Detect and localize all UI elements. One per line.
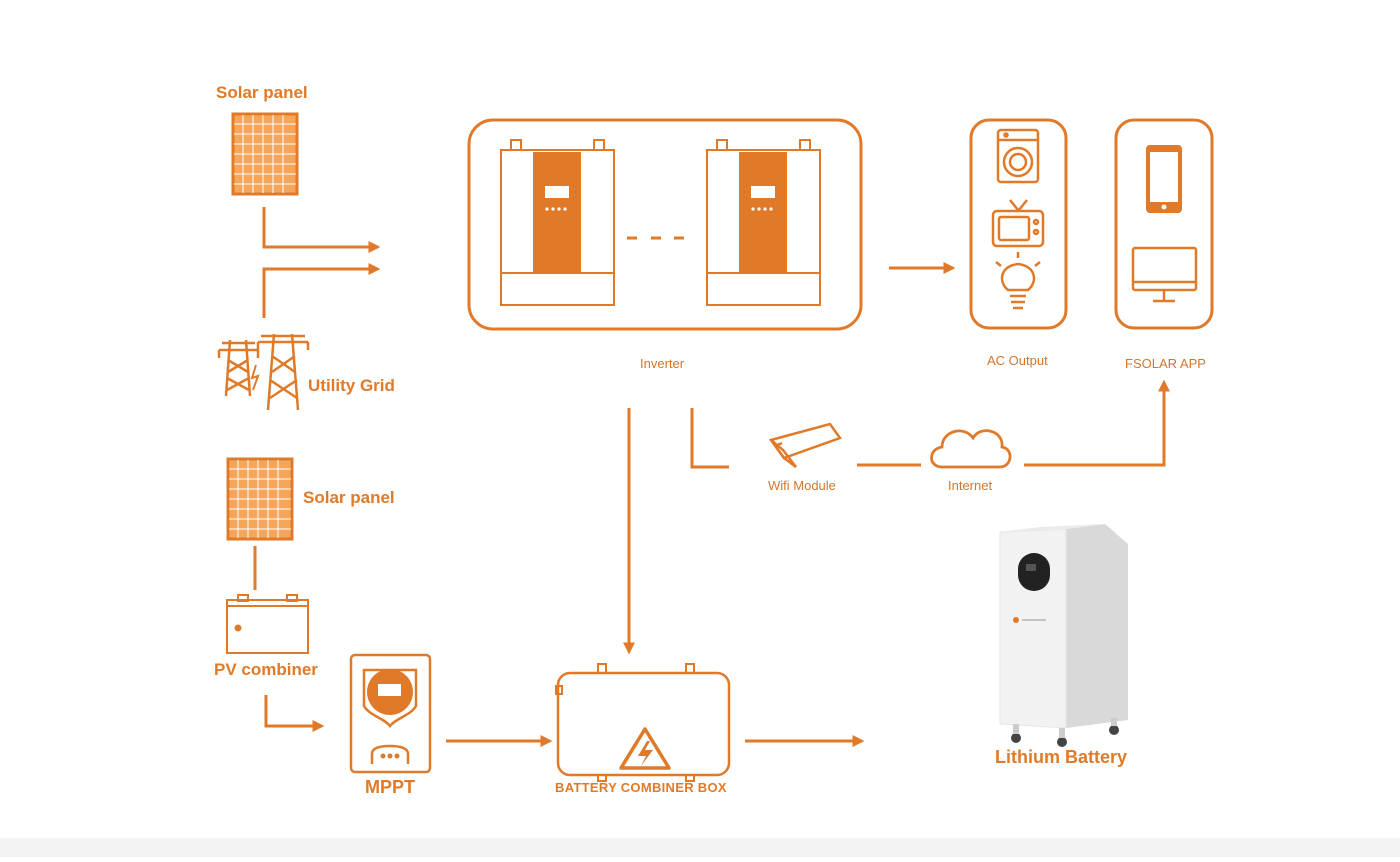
inverter-group-box [467, 118, 863, 331]
connector-internet-to-app [1024, 379, 1170, 467]
utility-grid-label: Utility Grid [308, 376, 395, 395]
cloud-icon [930, 429, 1012, 469]
solar-panel-top-label: Solar panel [216, 83, 308, 102]
connector-combiner-to-mppt [264, 695, 325, 732]
smartphone-icon [1146, 145, 1182, 213]
ac-output-box [969, 118, 1068, 330]
monitor-icon [1131, 246, 1198, 303]
inverter-unit-icon [500, 139, 615, 306]
bottom-edge [0, 838, 1400, 857]
light-bulb-icon [995, 252, 1041, 310]
pv-combiner-label: PV combiner [214, 660, 318, 679]
high-voltage-icon [619, 727, 671, 770]
ac-output-label: AC Output [987, 353, 1048, 368]
inverter-unit-icon [706, 139, 821, 306]
connector-inverter-to-wifi [690, 408, 729, 469]
lithium-battery-label: Lithium Battery [995, 747, 1128, 767]
wifi-module-label: Wifi Module [768, 478, 836, 493]
mppt-controller-icon [349, 653, 432, 774]
wifi-module-icon [768, 422, 842, 468]
fsolar-app-label: FSOLAR APP [1125, 356, 1206, 371]
mppt-label: MPPT [365, 777, 416, 797]
solar-panel-icon [226, 457, 294, 541]
lithium-battery-icon [999, 524, 1128, 747]
pv-combiner-icon [226, 594, 309, 654]
inverter-label: Inverter [640, 356, 685, 371]
battery-combiner-box-label: BATTERY COMBINER BOX [555, 780, 727, 795]
internet-label: Internet [948, 478, 993, 493]
fsolar-app-box [1114, 118, 1214, 330]
solar-panel-bottom-label: Solar panel [303, 488, 395, 507]
battery-combiner-box-icon [555, 663, 731, 782]
solar-panel-icon [231, 112, 299, 196]
transmission-tower-icon [217, 333, 310, 411]
connector-solar-to-inverter [262, 207, 381, 318]
tv-icon [991, 199, 1045, 248]
washing-machine-icon [996, 128, 1040, 184]
